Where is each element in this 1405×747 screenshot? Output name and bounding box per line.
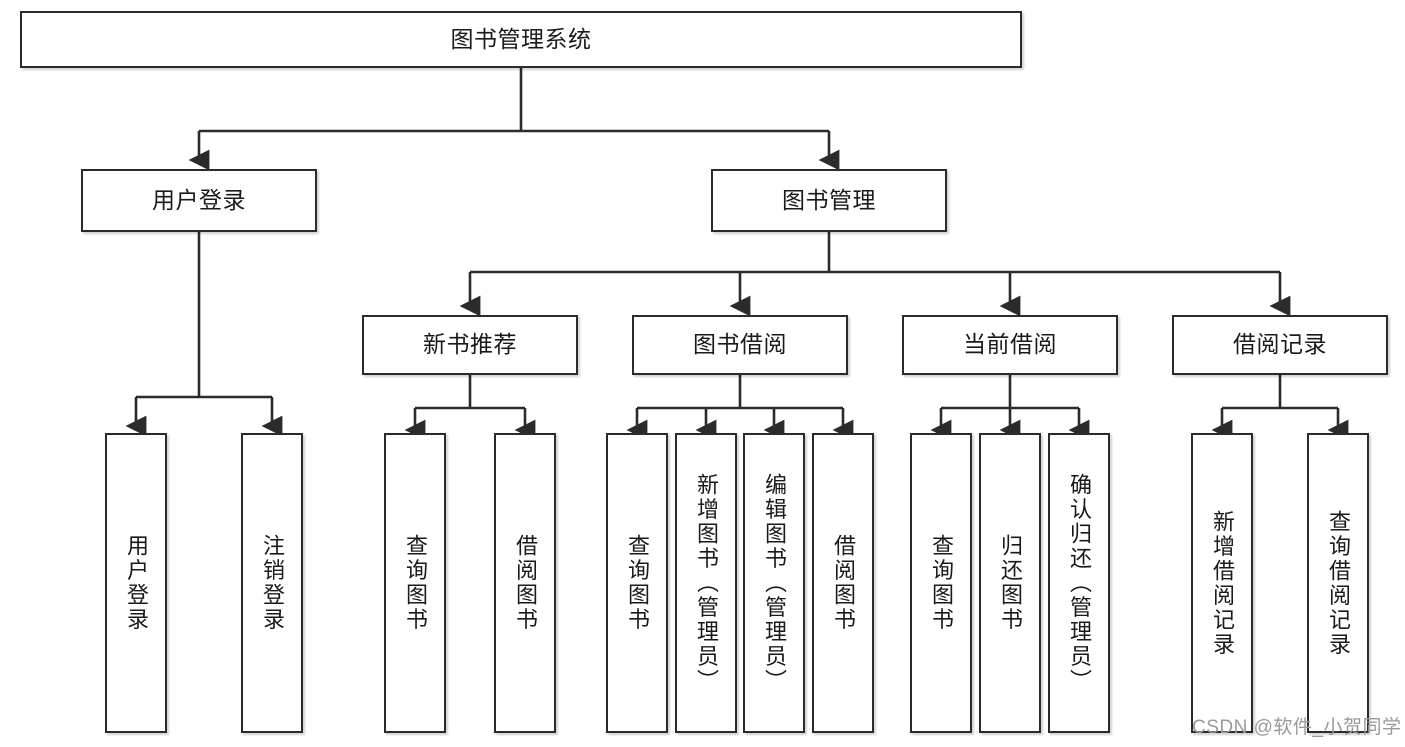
node-root-label: 图书管理系统 [450,25,592,52]
node-book-management[interactable]: 图书管理 [711,169,947,232]
node-leaf-add-book-admin[interactable]: 新增图书（管理员） [675,433,737,733]
node-leaf-query-book-borrow-label: 查询图书 [625,534,650,632]
node-leaf-query-book-borrow[interactable]: 查询图书 [606,433,668,733]
node-leaf-query-book-recommend-label: 查询图书 [403,534,428,632]
node-user-login-label: 用户登录 [152,186,246,213]
node-leaf-user-login-label: 用户登录 [124,534,149,632]
node-leaf-add-borrow-record[interactable]: 新增借阅记录 [1191,433,1253,733]
node-user-login[interactable]: 用户登录 [81,169,317,232]
node-leaf-add-borrow-record-label: 新增借阅记录 [1210,509,1235,657]
node-borrow-record[interactable]: 借阅记录 [1172,315,1388,375]
node-leaf-user-login[interactable]: 用户登录 [105,433,167,733]
node-leaf-edit-book-admin[interactable]: 编辑图书（管理员） [743,433,805,733]
node-leaf-logout-label: 注销登录 [260,534,285,632]
node-leaf-add-book-admin-label: 新增图书（管理员） [694,472,719,694]
node-leaf-query-borrow-record[interactable]: 查询借阅记录 [1307,433,1369,733]
node-book-borrow[interactable]: 图书借阅 [632,315,848,375]
node-root[interactable]: 图书管理系统 [20,11,1022,68]
node-leaf-logout[interactable]: 注销登录 [241,433,303,733]
node-current-borrow-label: 当前借阅 [963,331,1057,358]
node-leaf-return-book-label: 归还图书 [998,534,1023,632]
node-leaf-return-book[interactable]: 归还图书 [979,433,1041,733]
node-leaf-query-book-current-label: 查询图书 [929,534,954,632]
node-leaf-query-book-current[interactable]: 查询图书 [910,433,972,733]
node-leaf-borrow-book-recommend[interactable]: 借阅图书 [494,433,556,733]
node-leaf-borrow-book[interactable]: 借阅图书 [812,433,874,733]
node-book-borrow-label: 图书借阅 [693,331,787,358]
node-borrow-record-label: 借阅记录 [1233,331,1327,358]
node-new-book-recommend[interactable]: 新书推荐 [362,315,578,375]
node-new-book-recommend-label: 新书推荐 [423,331,517,358]
node-leaf-edit-book-admin-label: 编辑图书（管理员） [762,472,787,694]
node-leaf-borrow-book-label: 借阅图书 [831,534,856,632]
node-leaf-query-book-recommend[interactable]: 查询图书 [384,433,446,733]
node-leaf-query-borrow-record-label: 查询借阅记录 [1326,509,1351,657]
node-book-management-label: 图书管理 [782,186,876,213]
node-leaf-confirm-return-admin[interactable]: 确认归还（管理员） [1048,433,1110,733]
node-leaf-borrow-book-recommend-label: 借阅图书 [513,534,538,632]
node-leaf-confirm-return-admin-label: 确认归还（管理员） [1067,472,1092,694]
node-current-borrow[interactable]: 当前借阅 [902,315,1118,375]
